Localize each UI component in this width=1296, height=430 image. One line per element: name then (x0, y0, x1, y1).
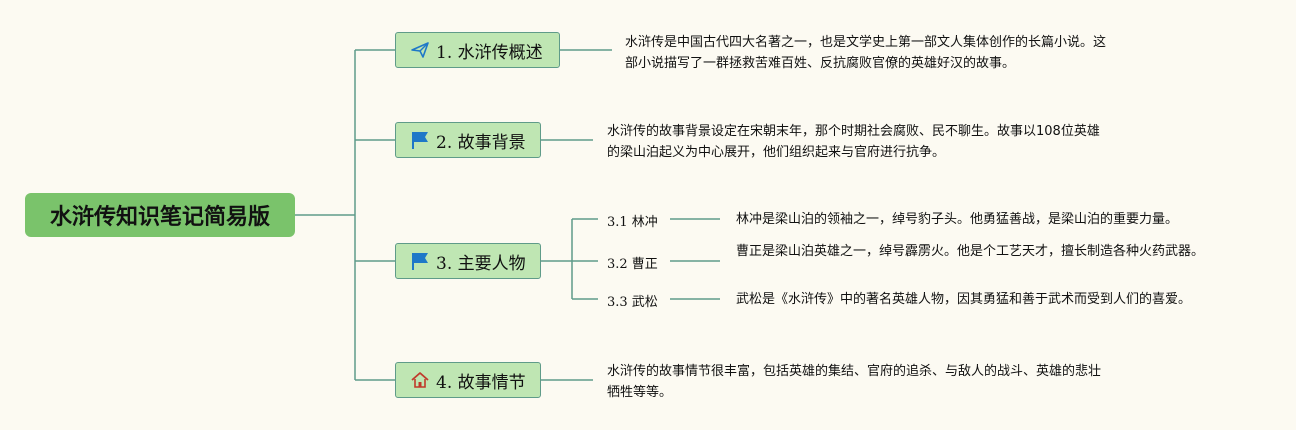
topic-label: 4. 故事情节 (436, 372, 526, 393)
paper-plane-icon (410, 40, 430, 60)
subtopic-description: 林冲是梁山泊的领袖之一，绰号豹子头。他勇猛善战，是梁山泊的重要力量。 (736, 212, 1179, 227)
topic-description: 水浒传的故事情节很丰富，包括英雄的集结、官府的追杀、与敌人的战斗、英雄的悲壮牺牲… (607, 364, 1102, 400)
flag-icon (410, 130, 430, 150)
topic-label: 2. 故事背景 (436, 132, 526, 153)
subtopic-label[interactable]: 3.3 武松 (607, 295, 658, 310)
flag-icon (410, 251, 430, 271)
subtopic-description: 曹正是梁山泊英雄之一，绰号霹雳火。他是个工艺天才，擅长制造各种火药武器。 (736, 244, 1205, 259)
topic-description: 水浒传是中国古代四大名著之一，也是文学史上第一部文人集体创作的长篇小说。这部小说… (625, 35, 1107, 71)
topic-main-characters[interactable]: 3. 主要人物 (395, 243, 541, 279)
subtopic-description: 武松是《水浒传》中的著名英雄人物，因其勇猛和善于武术而受到人们的喜爱。 (736, 292, 1192, 307)
subtopic-label[interactable]: 3.2 曹正 (607, 257, 658, 272)
topic-plot[interactable]: 4. 故事情节 (395, 362, 541, 398)
topic-description: 水浒传的故事背景设定在宋朝末年，那个时期社会腐败、民不聊生。故事以108位英雄的… (607, 124, 1100, 160)
root-topic[interactable]: 水浒传知识笔记简易版 (25, 193, 295, 237)
topic-label: 1. 水浒传概述 (436, 42, 543, 63)
topic-background[interactable]: 2. 故事背景 (395, 122, 541, 158)
topic-label: 3. 主要人物 (436, 253, 526, 274)
topic-overview[interactable]: 1. 水浒传概述 (395, 32, 560, 68)
subtopic-label[interactable]: 3.1 林冲 (607, 215, 658, 230)
house-icon (410, 370, 430, 390)
